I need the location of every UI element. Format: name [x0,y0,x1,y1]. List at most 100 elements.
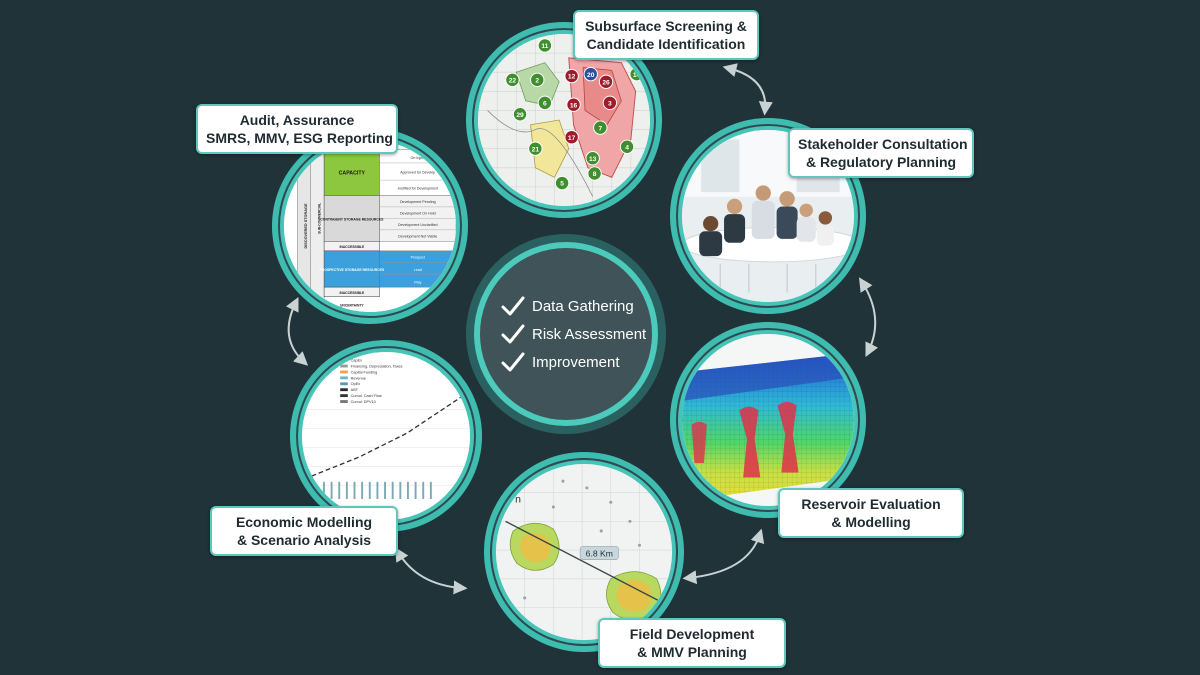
prospective-label: PROSPECTIVE STORAGE RESOURCES [319,268,384,272]
center-item-data-gathering: Data Gathering [500,295,652,317]
legend-entry: Capital Funding [351,370,378,374]
checkmark-icon [501,296,525,316]
legend-entry: Revenue [351,376,366,380]
checkmark-icon [501,324,525,344]
center-ring: Data Gathering Risk Assessment Improveme… [466,234,666,434]
resource-row-label: Development Pending [400,200,436,204]
map-marker-label: 21 [532,146,540,153]
audit-label: Audit, Assurance SMRS, MMV, ESG Reportin… [196,104,398,154]
legend-entry: Cumul. DPV10 [351,400,376,404]
reservoir-label-line1: Reservoir Evaluation [801,496,941,512]
legend-swatch [340,358,348,362]
map-marker-label: 20 [587,72,595,79]
checkmark-icon [501,352,525,372]
resource-row-label: Development Unclarified [398,223,438,227]
reservoir-model-image [678,330,858,510]
map-marker-label: 8 [593,171,597,178]
legend-entry: Cumul. Cash Flow [351,394,382,398]
field-label: Field Development & MMV Planning [598,618,786,668]
map-marker [619,139,635,154]
field-label-line2: & MMV Planning [637,644,747,660]
map-marker [593,120,608,135]
map-marker-label: 16 [570,102,578,109]
center-item-improvement: Improvement [500,351,652,373]
subsurface-label-line2: Candidate Identification [586,36,746,52]
economic-label-line2: & Scenario Analysis [236,532,372,548]
stakeholder-label-line1: Stakeholder Consultation [798,136,968,152]
inaccessible-label-2: INACCESSIBLE [339,291,365,295]
center-hub: Data Gathering Risk Assessment Improveme… [474,242,658,426]
map-marker-label: 26 [602,79,610,86]
map-marker [602,95,618,110]
field-development-image: 6.8 Km n [492,460,676,644]
arrow-reservoir-field [682,528,765,585]
legend-entry: CapEx [351,359,362,363]
resource-row-label: Approved for Develop [400,170,435,174]
field-label-line1: Field Development [629,626,755,642]
center-item-label: Risk Assessment [532,325,647,343]
map-marker [598,74,614,89]
resource-row-label: Lead [414,268,422,272]
resource-classification-image: CAPACITY CONTINGENT STORAGE RESOURCES IN… [280,136,460,316]
legend-swatch [340,388,348,392]
map-marker [583,66,598,82]
map-marker [530,72,545,88]
map-marker [564,68,579,84]
legend-swatch [340,370,348,374]
map-marker [537,38,553,53]
subsurface-label: Subsurface Screening & Candidate Identif… [573,10,759,60]
map-marker [512,107,528,122]
capacity-label: CAPACITY [339,170,366,176]
map-marker-label: 22 [509,78,517,85]
inaccessible-label-1: INACCESSIBLE [339,245,365,249]
legend-swatch [340,382,348,386]
audit-label-line1: Audit, Assurance [239,112,355,128]
map-marker [566,97,581,112]
field-corner-text: n [515,493,521,505]
reservoir-label: Reservoir Evaluation & Modelling [778,488,964,538]
center-item-risk-assessment: Risk Assessment [500,323,652,345]
legend-swatch [340,376,348,380]
reservoir-label-line2: & Modelling [831,514,911,530]
field-distance-label: 6.8 Km [586,548,613,558]
map-marker-label: 29 [516,112,524,119]
map-marker [537,95,553,110]
arrow-field-economic [395,547,468,595]
resource-row-label: Prospect [411,255,425,259]
map-marker-label: 2 [535,78,539,85]
arrow-economic-audit [285,296,309,366]
economic-label-line1: Economic Modelling [235,514,373,530]
center-item-label: Data Gathering [532,297,634,315]
map-marker [528,141,543,156]
map-marker-label: 5 [560,181,564,188]
economic-label: Economic Modelling & Scenario Analysis [210,506,398,556]
resource-row-label: On Inject [411,156,426,160]
subsurface-label-line1: Subsurface Screening & [585,18,747,34]
stakeholder-label-line2: & Regulatory Planning [805,154,957,170]
legend-entry: OpEx [351,382,361,386]
map-marker-label: 13 [589,156,597,163]
map-marker [554,175,570,191]
map-marker-label: 14 [633,72,641,79]
resource-row-label: Play [414,280,421,284]
map-marker [505,72,520,88]
stakeholder-label: Stakeholder Consultation & Regulatory Pl… [788,128,974,178]
uncertainty-label: UNCERTAINTY [340,303,364,307]
arrow-stakeholder-reservoir [858,277,879,358]
legend-swatch [340,394,348,398]
map-marker-label: 12 [568,74,576,81]
legend-entry: ABT [351,388,359,392]
arrow-subsurface-stakeholder [722,63,773,116]
map-marker-label: 3 [608,100,612,107]
legend-entry: Financing, Depreciation, Taxes [351,364,403,368]
legend-swatch [340,400,348,403]
center-item-label: Improvement [532,353,620,371]
map-marker-label: 17 [568,135,576,142]
map-marker-label: 6 [543,100,547,107]
map-marker-label: 7 [598,125,602,132]
side-discovered-label: DISCOVERED STORAGE [304,203,308,249]
